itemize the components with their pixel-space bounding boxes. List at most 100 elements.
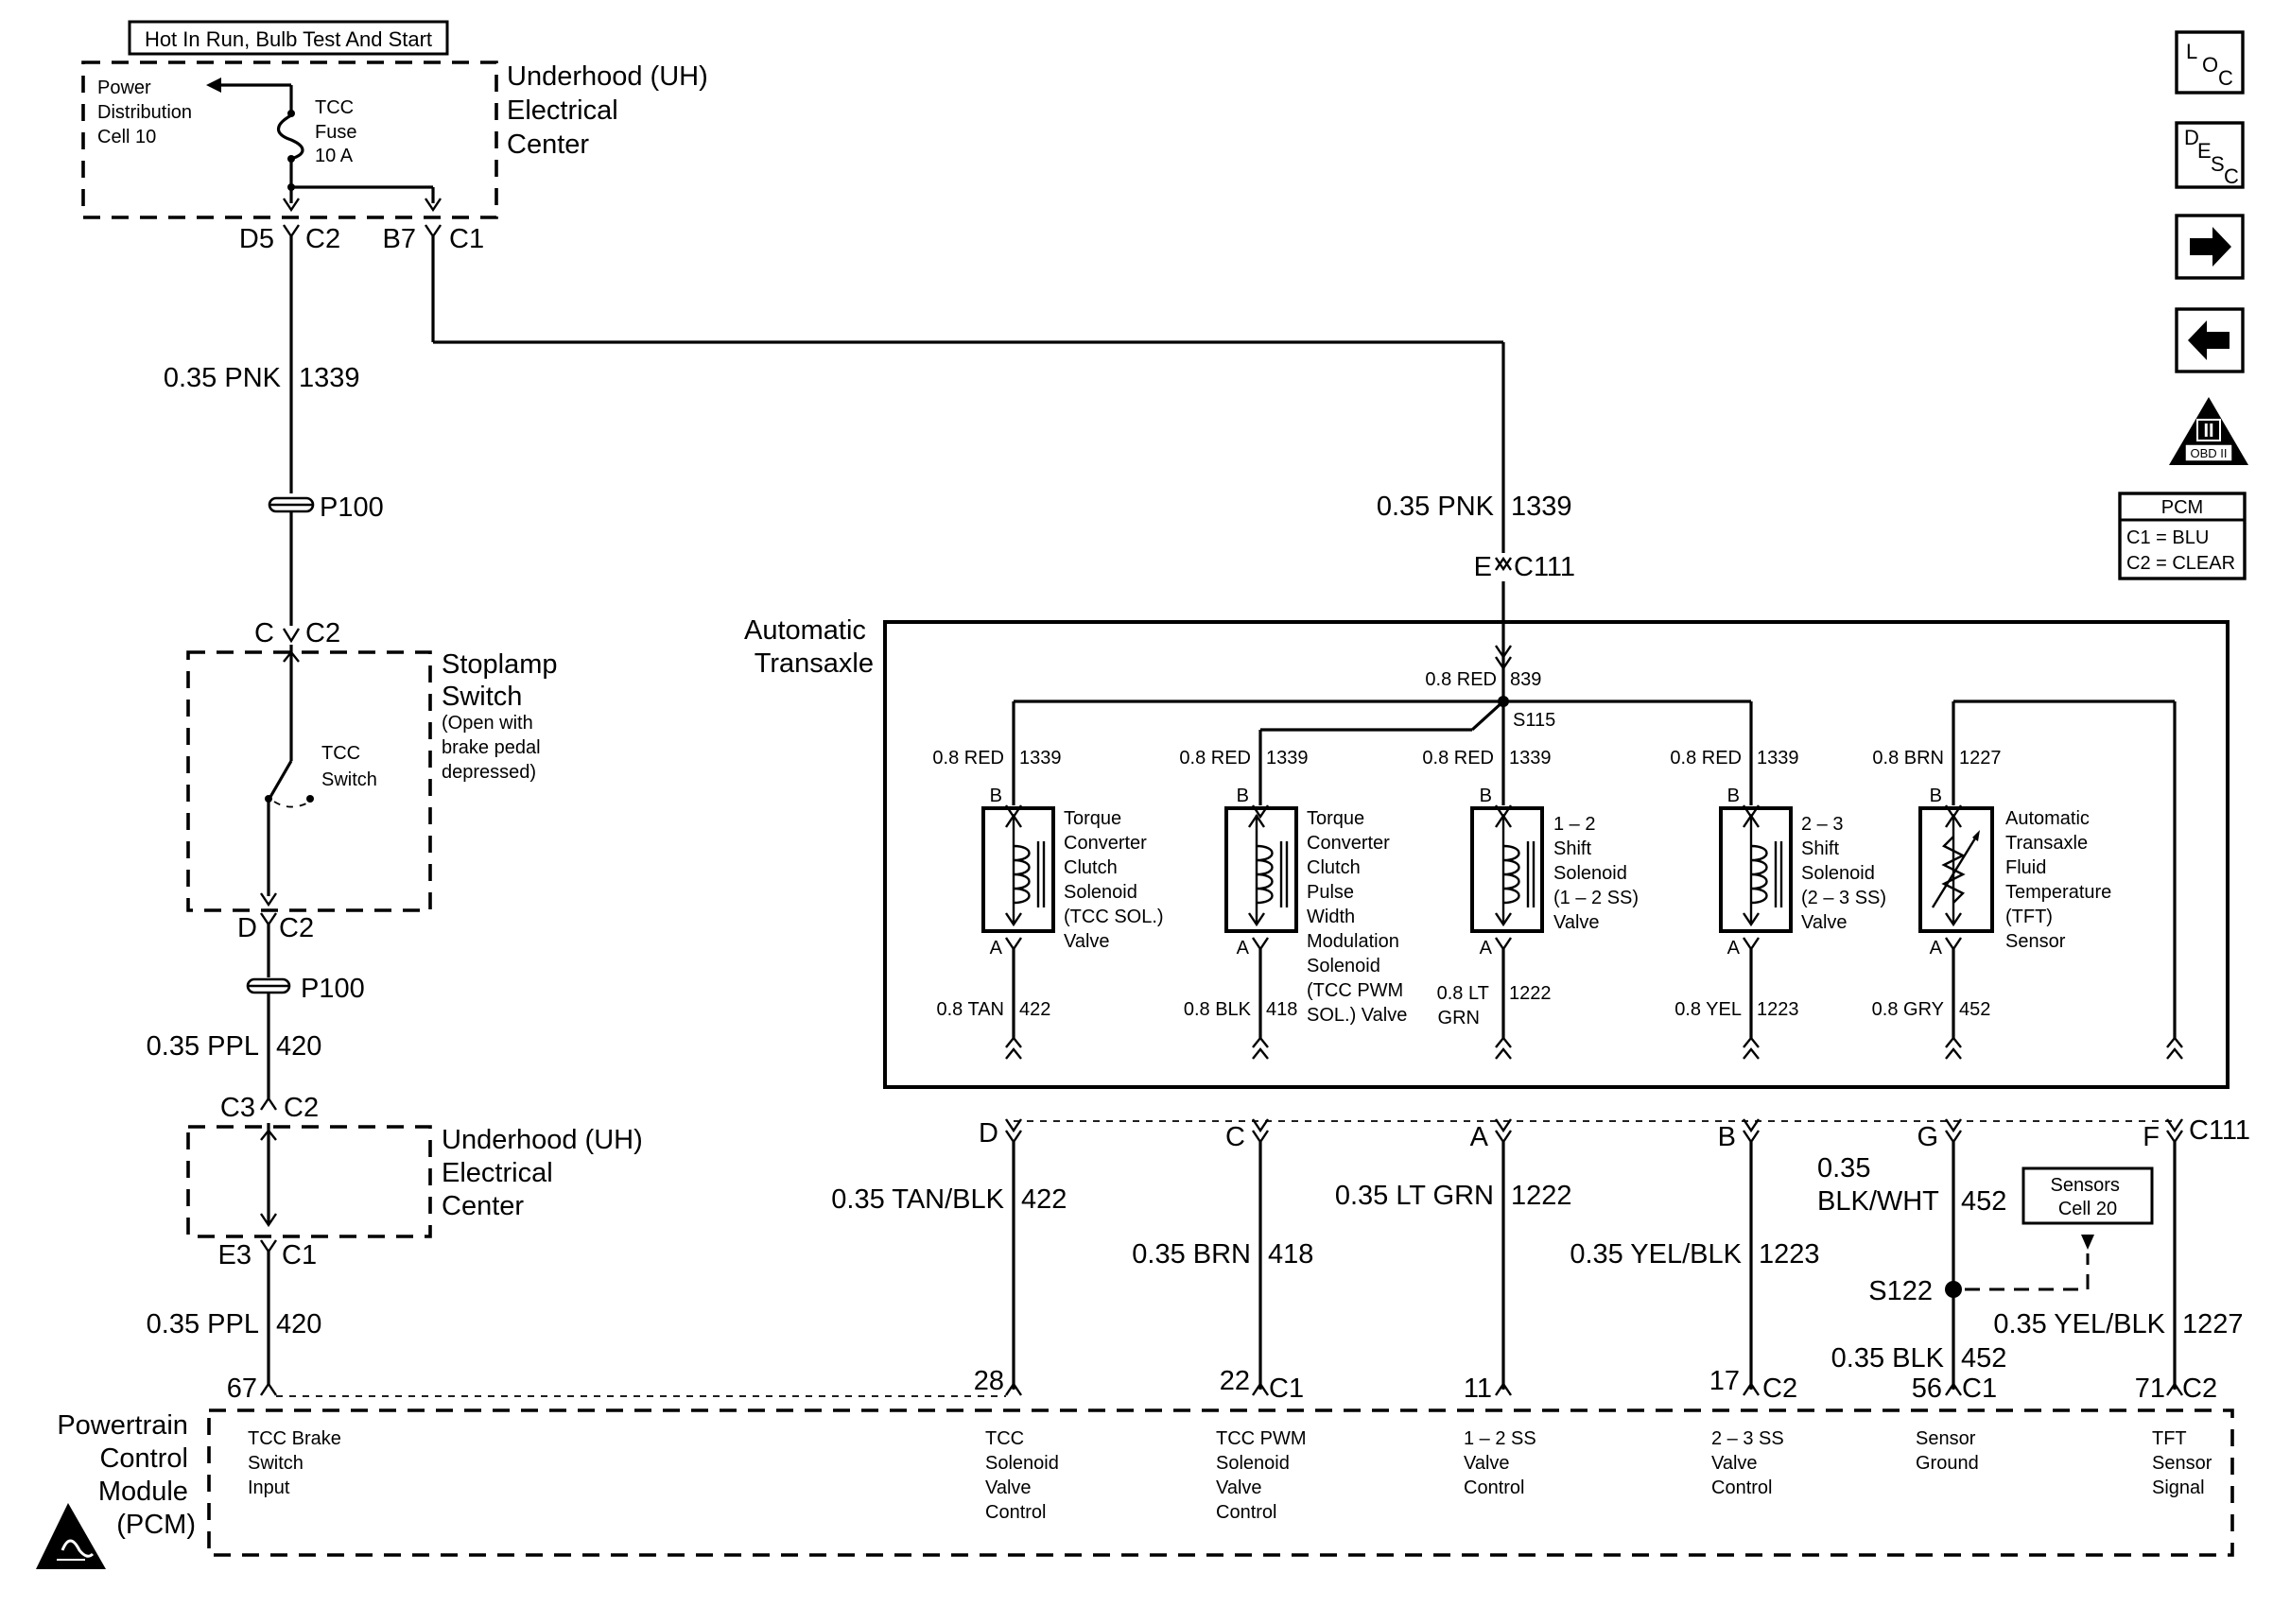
splice-s122-label: S122 (1868, 1276, 1933, 1306)
svg-text:S: S (2211, 152, 2225, 176)
svg-text:0.8 RED: 0.8 RED (932, 748, 1004, 769)
underhood-bottom-box (186, 1125, 432, 1238)
svg-text:1 – 2 Shift Soleno: 1 – 2 Shift Solenoid (1 – 2 SS) Valve (1553, 814, 1644, 933)
stoplamp-switch-box (186, 650, 432, 912)
prev-button[interactable] (2175, 307, 2245, 373)
pcm-conn-c2-a: C2 (1762, 1373, 1797, 1404)
svg-text:1339: 1339 (1509, 748, 1552, 769)
underhood-bottom-title: Underhood (UH) Electrical Center (442, 1125, 651, 1221)
solenoid-2-3-shift: 0.8 RED 1339 B A 0.8 YEL 1223 2 – 3 Shif… (1670, 748, 1886, 1020)
svg-text:L: L (2186, 40, 2197, 63)
svg-text:C: C (2224, 164, 2239, 188)
wire-1339-left-circuit: 1339 (299, 363, 360, 393)
wire-452-gnd-circuit: 452 (1961, 1343, 2006, 1373)
power-distribution-label: Power Distribution Cell 10 (97, 78, 198, 147)
wire-452-gnd-gauge: 0.35 BLK (1831, 1343, 1945, 1373)
svg-text:0.8 RED: 0.8 RED (1422, 748, 1494, 769)
pcm-fn-tcc-sol: TCC Solenoid Valve Control (985, 1428, 1064, 1523)
pcm-title: Powertrain Control Module (PCM) (57, 1410, 196, 1540)
stoplamp-switch-title: Stoplamp Switch (442, 649, 565, 712)
pcm-fn-2-3-ss: 2 – 3 SS Valve Control (1711, 1428, 1789, 1498)
solenoid-coil-icon (1750, 844, 1768, 905)
tft-sensor: 0.8 BRN 1227 B A 0.8 GRY 452 Automatic T… (1872, 748, 2117, 1020)
wire-418-gauge: 0.35 BRN (1132, 1239, 1251, 1270)
svg-text:A: A (1480, 938, 1493, 959)
svg-text:452: 452 (1959, 999, 1990, 1020)
svg-text:A: A (990, 938, 1003, 959)
arrow-left-icon (2188, 320, 2230, 360)
underhood-top-title: Underhood (UH) Electrical Center (507, 61, 716, 160)
svg-text:B: B (1237, 786, 1249, 806)
wire-839-circuit: 839 (1510, 669, 1541, 690)
svg-text:OBD II: OBD II (2190, 446, 2227, 460)
svg-text:A: A (1930, 938, 1943, 959)
desc-button[interactable]: D E S C (2175, 121, 2245, 189)
pcm-pin-67: 67 (227, 1373, 257, 1404)
c111-pin-d: D (979, 1118, 998, 1149)
fuse-icon (276, 113, 304, 161)
pcm-fn-brake-input: TCC Brake Switch Input (248, 1428, 346, 1498)
sensors-ref-label[interactable]: Sensors Cell 20 (2051, 1175, 2126, 1219)
wire-1223-circuit: 1223 (1759, 1239, 1820, 1270)
wire-422-circuit: 422 (1021, 1184, 1067, 1215)
connector-d5-pin: D5 (239, 224, 274, 254)
svg-text:0.8 LT GRN: 0.8 LT GRN (1437, 983, 1494, 1028)
c111-pin-c: C (1225, 1122, 1245, 1152)
pcm-pin-connectors (1005, 1381, 2183, 1396)
wire-420-bottom-gauge: 0.35 PPL (147, 1309, 259, 1339)
pcm-legend-title: PCM (2161, 497, 2203, 518)
tcc-switch-label: TCC Switch (321, 743, 377, 790)
svg-text:Torque Converter C: Torque Converter Clutch Solenoid (TCC SO… (1064, 808, 1169, 952)
wire-420-top-circuit: 420 (276, 1031, 321, 1062)
p100-bottom-label: P100 (301, 974, 365, 1004)
stoplamp-top-conn: C2 (305, 618, 340, 648)
tcc-fuse-label: TCC Fuse 10 A (315, 97, 362, 166)
wire-452-gauge: 0.35 BLK/WHT (1817, 1153, 1939, 1217)
solenoid-1-2-shift: 0.8 RED 1339 B A 0.8 LT GRN 1222 1 – 2 S… (1422, 748, 1644, 1028)
wire-418-circuit: 418 (1268, 1239, 1313, 1270)
next-button[interactable] (2175, 214, 2245, 280)
transaxle-title: Automatic Transaxle (744, 615, 874, 679)
arrow-right-icon (2190, 227, 2231, 267)
splice-s115-label: S115 (1513, 710, 1555, 731)
power-note-box (128, 20, 449, 56)
underhood-bottom-top-conn: C2 (284, 1093, 319, 1123)
svg-text:B: B (1727, 786, 1740, 806)
underhood-bottom-bottom-pin: E3 (218, 1240, 252, 1270)
stoplamp-switch-note: (Open with brake pedal depressed) (442, 713, 546, 783)
svg-text:418: 418 (1266, 999, 1297, 1020)
c111-pin-g: G (1917, 1122, 1938, 1152)
pcm-conn-c1-b: C1 (1962, 1373, 1997, 1404)
power-note: Hot In Run, Bulb Test And Start (145, 27, 432, 51)
pcm-pin-11: 11 (1464, 1373, 1492, 1404)
sensors-ref-box[interactable] (2021, 1166, 2154, 1225)
svg-text:0.8 YEL: 0.8 YEL (1674, 999, 1742, 1020)
wire-1223-gauge: 0.35 YEL/BLK (1570, 1239, 1742, 1270)
wire-1227-circuit: 1227 (2182, 1309, 2244, 1339)
svg-text:1339: 1339 (1266, 748, 1309, 769)
svg-text:A: A (1237, 938, 1250, 959)
pcm-legend-c1: C1 = BLU (2126, 527, 2209, 548)
pcm-fn-tft-signal: TFT Sensor Signal (2152, 1428, 2217, 1498)
solenoid-tcc: 0.8 RED 1339 B A 0.8 TAN 422 Torque Conv… (932, 748, 1169, 1020)
wire-1339-right-circuit: 1339 (1511, 492, 1572, 522)
svg-text:Automatic Transaxle: Automatic Transaxle Fluid Temperature (T… (2005, 808, 2117, 952)
pcm-fn-sensor-ground: Sensor Ground (1916, 1428, 1981, 1474)
loc-button[interactable]: L O C (2175, 30, 2245, 95)
svg-text:E: E (2197, 139, 2212, 163)
connector-b7-name: C1 (449, 224, 484, 254)
pcm-pin-17: 17 (1709, 1366, 1740, 1396)
c111-top-name: C111 (1514, 552, 1575, 582)
svg-text:1339: 1339 (1757, 748, 1799, 769)
pcm-conn-c2-b: C2 (2182, 1373, 2217, 1404)
svg-text:0.8 BLK: 0.8 BLK (1184, 999, 1252, 1020)
wire-1222-gauge: 0.35 LT GRN (1335, 1181, 1494, 1211)
thermistor-icon (1941, 836, 1966, 904)
underhood-top-box (81, 60, 498, 219)
solenoid-coil-icon (1256, 844, 1274, 905)
esd-warning-icon (36, 1503, 106, 1569)
svg-text:422: 422 (1019, 999, 1050, 1020)
c111-top-pin: E (1474, 552, 1492, 582)
svg-text:1223: 1223 (1757, 999, 1799, 1020)
transaxle-box (883, 620, 2230, 1089)
